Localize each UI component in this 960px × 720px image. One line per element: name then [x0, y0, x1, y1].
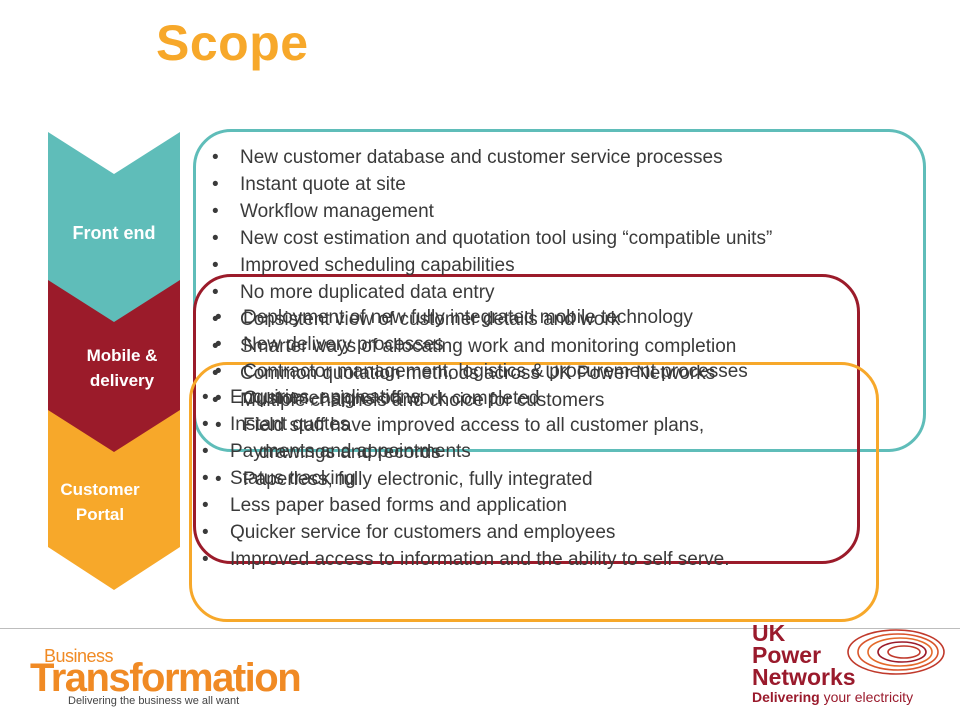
uk-power-networks-tagline: Delivering your electricity: [752, 689, 913, 705]
business-transformation-tagline: Delivering the business we all want: [68, 695, 240, 707]
list-item: Quicker service for customers and employ…: [202, 519, 730, 546]
slide-title: Scope: [156, 15, 309, 71]
tagline-bold: Delivering: [752, 689, 824, 705]
list-item: Less paper based forms and application: [202, 492, 730, 519]
list-item: No more duplicated data entry: [212, 279, 772, 306]
phase-label-mobile-delivery: Mobile & delivery: [86, 346, 158, 390]
list-item: Enquiries, applications: [202, 384, 730, 411]
business-transformation-logo: Transformation: [30, 656, 302, 700]
list-item: New cost estimation and quotation tool u…: [212, 225, 772, 252]
list-item: Improved scheduling capabilities: [212, 252, 772, 279]
tagline-rest: your electricity: [823, 689, 914, 705]
list-item: Instant quote at site: [212, 171, 772, 198]
list-item: Workflow management: [212, 198, 772, 225]
phase-chevron-column: [48, 132, 180, 590]
list-item: Contractor management, logistics & procu…: [215, 358, 748, 385]
list-item: Instant quotes: [202, 411, 730, 438]
phase-label-front-end: Front end: [72, 223, 156, 243]
list-item: Improved access to information and the a…: [202, 546, 730, 573]
customer-portal-chevron: [48, 410, 180, 590]
list-item: Payments and appointments: [202, 438, 730, 465]
list-item: Deployment of new fully integrated mobil…: [215, 304, 748, 331]
phase-label-customer-portal: Customer Portal: [60, 480, 140, 524]
list-item: New customer database and customer servi…: [212, 144, 772, 171]
uk-power-networks-swirl-icon: [847, 629, 945, 675]
list-item: Status tracking: [202, 465, 730, 492]
footer-divider: [0, 628, 960, 629]
front-end-chevron: [48, 132, 180, 354]
business-transformation-logo-small: Business: [44, 646, 114, 666]
list-item: New delivery processes: [215, 331, 748, 358]
mobile-delivery-chevron: [48, 280, 180, 474]
customer-portal-list: Enquiries, applications Instant quotes P…: [202, 384, 730, 573]
uk-power-networks-logo: UK Power Networks: [752, 620, 856, 690]
